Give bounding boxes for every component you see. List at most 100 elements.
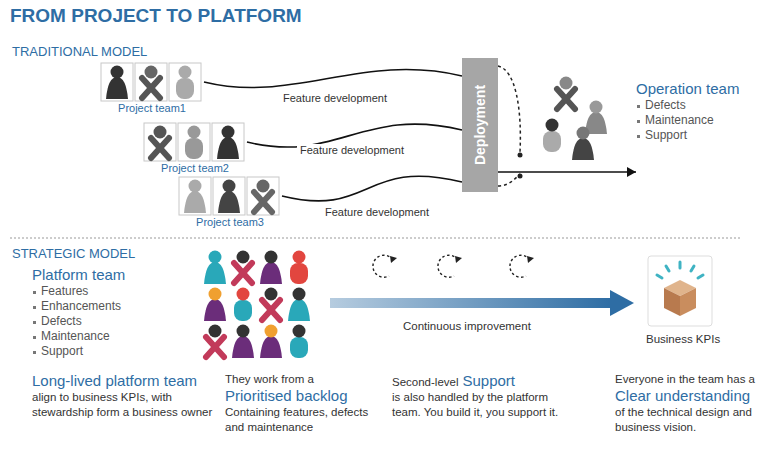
person-icon xyxy=(106,66,128,100)
connector-line xyxy=(498,171,636,173)
shape xyxy=(154,126,167,139)
shape xyxy=(145,66,158,79)
shape xyxy=(546,119,559,132)
shape xyxy=(204,299,226,321)
shape xyxy=(557,89,575,109)
shape xyxy=(184,191,206,213)
person-icon xyxy=(204,251,226,285)
node-label: Deployment xyxy=(472,85,488,165)
shape xyxy=(106,77,128,99)
shape xyxy=(101,63,133,101)
shape xyxy=(290,337,308,358)
deployment-box: Deployment xyxy=(462,58,498,192)
text-group: Continuous improvement xyxy=(403,319,573,334)
shape xyxy=(293,325,306,338)
shape xyxy=(179,66,192,79)
shape xyxy=(560,77,573,90)
shape xyxy=(188,126,201,139)
label: Everyone in the team has a xyxy=(615,372,767,387)
person-icon xyxy=(218,180,240,214)
shape xyxy=(223,180,236,193)
platform-people xyxy=(204,251,310,359)
connector-line xyxy=(282,176,462,201)
shape xyxy=(543,131,561,152)
cycle-arrows xyxy=(373,255,534,277)
label: They work from a xyxy=(225,372,385,387)
shape xyxy=(135,63,167,101)
team-group: Project team3 xyxy=(178,176,282,229)
shape xyxy=(222,126,235,139)
shape xyxy=(209,251,222,264)
shape xyxy=(265,325,278,338)
team-icons xyxy=(100,62,204,102)
person-icon xyxy=(260,325,282,359)
person-icon xyxy=(262,288,280,321)
person-icon xyxy=(151,126,169,159)
shape xyxy=(204,262,226,284)
shape xyxy=(178,123,210,161)
shape xyxy=(232,336,254,358)
team-icons xyxy=(178,176,282,216)
bullet-item: Defects xyxy=(32,314,182,329)
shape xyxy=(185,138,203,159)
dotted-output xyxy=(498,66,520,152)
label: Containing features, defects and mainten… xyxy=(225,405,385,435)
person-icon xyxy=(234,251,252,284)
label: Second-level xyxy=(392,376,458,388)
shape xyxy=(151,138,169,158)
shape xyxy=(260,262,282,284)
label: is also handled by the platform team. Yo… xyxy=(392,390,570,420)
shape xyxy=(213,177,245,215)
shape xyxy=(234,263,252,283)
person-icon xyxy=(254,180,272,213)
bullet-item: Support xyxy=(32,344,182,359)
label: Support xyxy=(462,372,515,389)
node-label: Project team2 xyxy=(143,162,247,175)
edge-label: Feature development xyxy=(322,206,432,219)
shape xyxy=(557,89,575,109)
shape xyxy=(144,123,176,161)
connector xyxy=(498,167,636,177)
label: Long-lived platform team xyxy=(32,372,224,390)
edge-label: Feature development xyxy=(297,144,407,157)
person-icon xyxy=(234,288,252,322)
shape xyxy=(237,288,250,301)
shape xyxy=(262,300,280,320)
text-group: Platform teamFeaturesEnhancementsDefects… xyxy=(32,266,182,359)
text-group: Long-lived platform teamalign to busines… xyxy=(32,372,224,420)
node-label: Project team1 xyxy=(100,102,204,115)
shape xyxy=(265,288,278,301)
shape xyxy=(151,138,169,158)
dot xyxy=(518,174,523,179)
person-icon xyxy=(206,325,224,358)
shape xyxy=(206,337,224,357)
bullet-item: Enhancements xyxy=(32,299,182,314)
shape xyxy=(237,325,250,338)
label: TRADITIONAL MODEL xyxy=(12,44,212,59)
text-group: Everyone in the team has aClear understa… xyxy=(615,372,767,435)
shape xyxy=(247,177,279,215)
person-icon xyxy=(288,288,310,322)
label: of the technical design and business vis… xyxy=(615,405,767,435)
person-icon xyxy=(142,66,160,99)
shape xyxy=(209,325,222,338)
team-info: Operation teamDefectsMaintenanceSupport xyxy=(636,80,761,180)
connector xyxy=(204,70,462,88)
shape xyxy=(209,288,222,301)
shape xyxy=(572,138,594,160)
person-icon xyxy=(572,127,594,161)
person-icon xyxy=(290,325,308,359)
shape xyxy=(293,288,306,301)
shape xyxy=(288,299,310,321)
shape xyxy=(262,300,280,320)
node-label: Operation team xyxy=(636,80,761,98)
text-group: TRADITIONAL MODEL xyxy=(12,44,212,59)
person-icon xyxy=(184,180,206,214)
dot xyxy=(518,153,523,158)
person-icon xyxy=(260,251,282,285)
operation-people xyxy=(543,77,607,161)
label: Continuous improvement xyxy=(403,319,573,334)
shape xyxy=(206,337,224,357)
shape xyxy=(237,251,250,264)
arrowhead xyxy=(627,167,636,177)
